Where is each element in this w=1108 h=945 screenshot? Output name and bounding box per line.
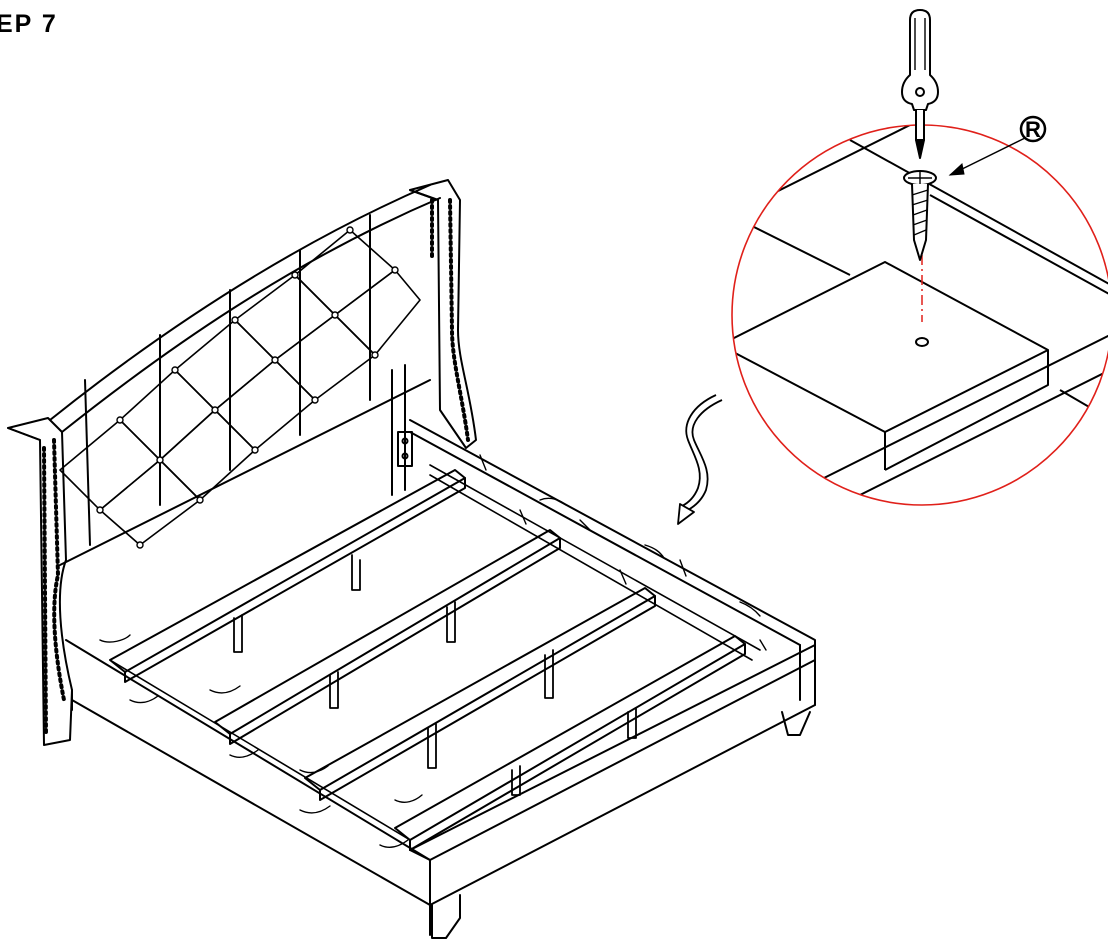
slat <box>304 587 656 801</box>
left-side-rail <box>65 639 431 906</box>
slat <box>214 529 561 745</box>
rail-edge <box>732 125 921 281</box>
screwdriver-icon <box>901 9 939 159</box>
support-legs <box>233 554 637 796</box>
rail-edge <box>929 194 1108 301</box>
right-wing-post <box>409 179 477 449</box>
ledge-rails <box>109 464 761 841</box>
pilot-hole <box>915 337 929 347</box>
slat <box>394 635 746 851</box>
bracket <box>397 431 413 467</box>
footboard-rail <box>409 644 816 936</box>
rail-edge <box>739 219 851 276</box>
detail-callout <box>731 124 1108 506</box>
feet <box>431 711 811 939</box>
headboard <box>49 184 441 566</box>
part-label: R <box>1025 117 1041 142</box>
slat <box>109 469 466 683</box>
rail-edge <box>849 139 1108 291</box>
step-title: EP 7 <box>0 10 58 38</box>
left-wing-post <box>7 417 73 746</box>
part-label-badge <box>1019 115 1047 143</box>
upholstery-marks <box>99 454 767 848</box>
curved-arrow-icon <box>677 394 723 525</box>
right-side-rail <box>409 419 816 706</box>
slats <box>109 469 746 851</box>
wood-block <box>732 261 1049 433</box>
tuft-buttons <box>96 226 399 549</box>
part-label-leader: R <box>948 115 1047 176</box>
screw-icon <box>903 170 937 261</box>
tufting-pattern <box>59 229 421 546</box>
bed-frame-illustration <box>7 179 816 939</box>
